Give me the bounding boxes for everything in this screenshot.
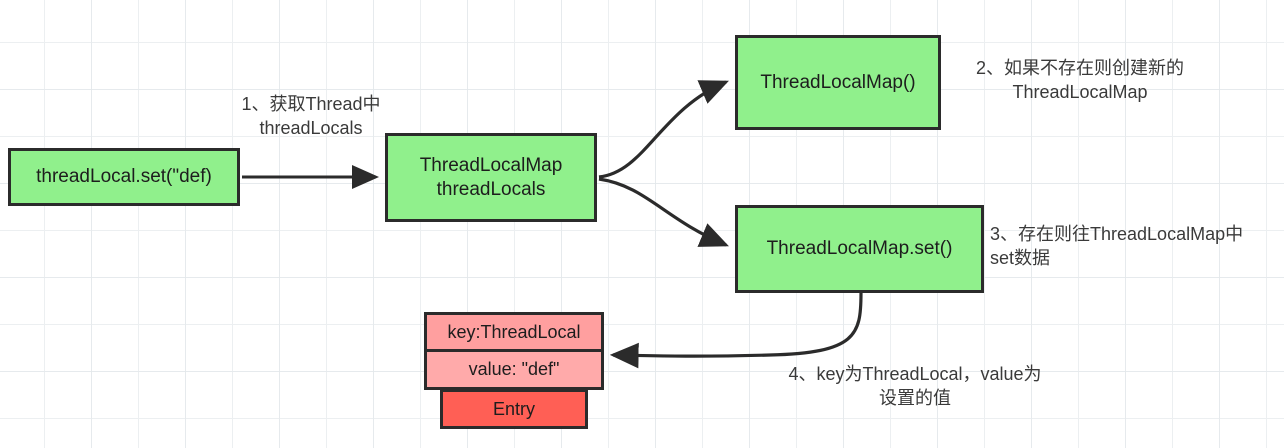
entry-structure: key:ThreadLocal value: "def" Entry (424, 312, 604, 429)
node-threadlocalmap-constructor[interactable]: ThreadLocalMap() (735, 35, 941, 130)
annotation-step-2: 2、如果不存在则创建新的 ThreadLocalMap (975, 58, 1184, 103)
node-threadlocalmap-constructor-label: ThreadLocalMap() (760, 71, 916, 93)
entry-name-label: Entry (492, 398, 535, 419)
node-threadlocalmap-threadlocals-label: ThreadLocalMap threadLocals (419, 155, 563, 200)
arrow-threadlocals-to-ctor (598, 80, 729, 179)
node-threadlocal-set-label: threadLocal.set("def) (36, 166, 212, 188)
entry-key-row[interactable]: key:ThreadLocal (424, 312, 604, 352)
entry-value-row[interactable]: value: "def" (424, 350, 604, 390)
arrow-threadlocals-to-set (598, 177, 729, 247)
entry-name-box[interactable]: Entry (440, 389, 588, 429)
arrow-set-to-entry (609, 292, 863, 369)
annotation-step-3: 3、存在则往ThreadLocalMap中 set数据 (990, 224, 1244, 269)
annotation-step-4: 4、key为ThreadLocal，value为 设置的值 (788, 364, 1042, 409)
node-threadlocalmap-threadlocals[interactable]: ThreadLocalMap threadLocals (385, 133, 597, 222)
entry-value-label: value: "def" (468, 359, 560, 379)
node-threadlocalmap-set[interactable]: ThreadLocalMap.set() (735, 205, 984, 293)
node-threadlocal-set[interactable]: threadLocal.set("def) (8, 148, 240, 206)
annotation-step-1: 1、获取Thread中 threadLocals (241, 94, 381, 139)
entry-key-label: key:ThreadLocal (447, 321, 581, 342)
node-threadlocalmap-set-label: ThreadLocalMap.set() (766, 238, 953, 260)
